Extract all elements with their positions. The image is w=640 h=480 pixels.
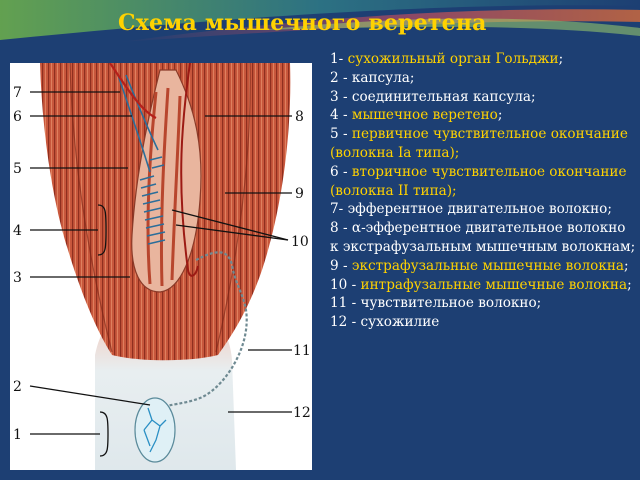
legend-item: 7- эфферентное двигательное волокно; [330, 201, 612, 218]
figure-label-8: 8 [295, 109, 304, 125]
legend-item: 1- сухожильный орган Гольджи; [330, 51, 564, 67]
legend-item: 8 - α-эфферентное двигательное волокно к… [330, 220, 636, 255]
figure-label-10: 10 [291, 234, 309, 250]
legend-item: 4 - мышечное веретено; [330, 107, 503, 124]
legend-item: 10 - интрафузальные мышечные волокна; [330, 276, 632, 293]
figure-label-4: 4 [13, 223, 22, 239]
slide-title: Схема мышечного веретена [118, 10, 487, 36]
figure-label-6: 6 [13, 109, 22, 125]
legend-item: 3 - соединительная капсула; [330, 88, 536, 105]
figure-label-9: 9 [295, 186, 304, 202]
legend-item: 2 - капсула; [330, 69, 415, 86]
legend-item: 12 - сухожилие [330, 314, 440, 331]
figure-label-12: 12 [293, 405, 311, 421]
figure-label-5: 5 [13, 161, 22, 177]
legend-item: 11 - чувствительное волокно; [330, 295, 542, 312]
efferent-fiber [109, 63, 157, 119]
figure-label-1: 1 [13, 427, 22, 443]
legend-item: 6 - вторичное чувствительное окончание (… [330, 163, 627, 199]
legend-list: 1- сухожильный орган Гольджи; 2 - капсул… [330, 50, 636, 332]
figure-label-7: 7 [13, 85, 22, 101]
golgi-tendon-organ [134, 397, 176, 463]
figure-label-2: 2 [13, 379, 22, 395]
sensory-fiber [159, 251, 248, 410]
figure-label-3: 3 [13, 270, 22, 286]
sensory-endings [117, 74, 166, 245]
leader-lines [29, 91, 292, 457]
figure-label-11: 11 [293, 343, 311, 359]
legend-item: 9 - экстрафузальные мышечные волокна; [330, 257, 629, 274]
legend-item: 5 - первичное чувствительное окончание (… [330, 126, 628, 161]
